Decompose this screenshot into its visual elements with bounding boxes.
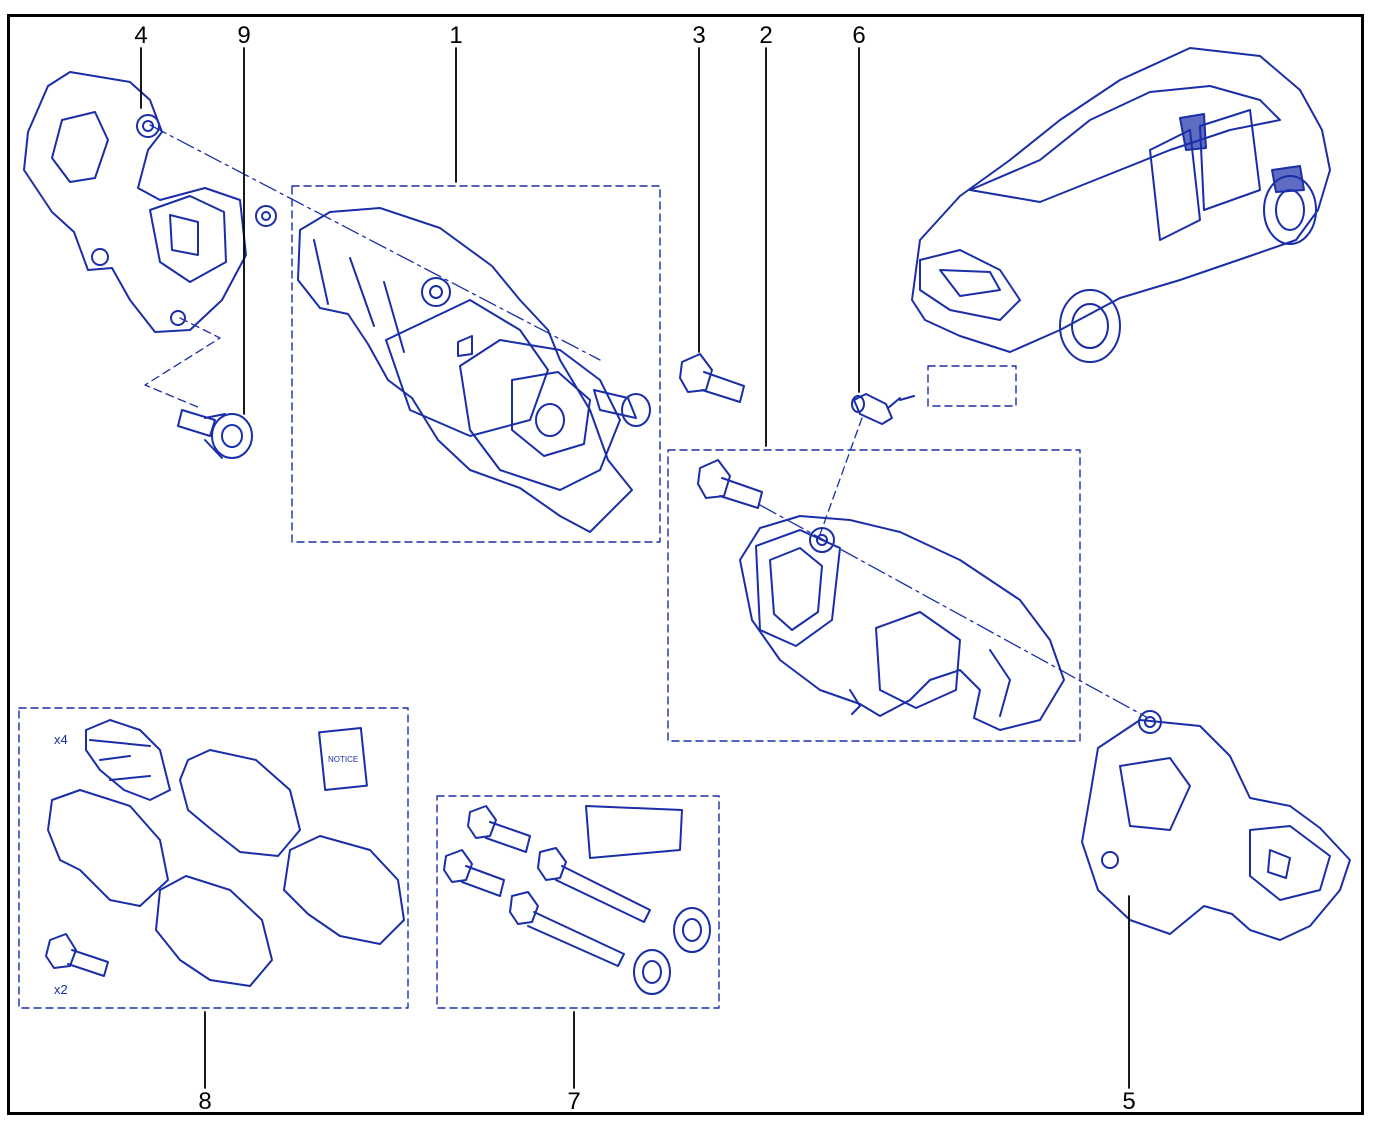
- callout-8: 8: [198, 1088, 212, 1115]
- callout-leaders: [140, 47, 1130, 1089]
- callout-1: 1: [449, 22, 463, 49]
- notice-label: NOTICE: [328, 755, 358, 764]
- carrier-bracket-left: [23, 71, 277, 333]
- callout-4: 4: [134, 22, 148, 49]
- assembly-axis-left: [149, 124, 601, 361]
- clips-qty-label: x4: [54, 732, 68, 747]
- bolt-3: [679, 353, 745, 403]
- group-box-bleeder: [927, 365, 1017, 407]
- callout-6: 6: [852, 22, 866, 49]
- assembly-axis-pin: [144, 317, 221, 409]
- caliper-right: [739, 515, 1065, 731]
- vehicle-illustration: [911, 47, 1331, 363]
- group-box-pad-kit: [18, 707, 409, 1009]
- callout-3: 3: [692, 22, 706, 49]
- callout-5: 5: [1122, 1088, 1136, 1115]
- bleeder-screw: [851, 393, 915, 425]
- guide-pin-bolt: [177, 409, 253, 459]
- bolt-right-caliper: [697, 459, 763, 509]
- group-box-caliper-left: [291, 185, 661, 543]
- callout-7: 7: [567, 1088, 581, 1115]
- carrier-bracket-right: [1081, 710, 1351, 941]
- caliper-electric-left: [297, 207, 651, 533]
- bolts-qty-label: x2: [54, 982, 68, 997]
- callout-9: 9: [237, 22, 251, 49]
- pad-kit: [45, 719, 405, 987]
- guide-kit: [443, 805, 711, 995]
- group-box-guide-kit: [436, 795, 720, 1009]
- group-box-caliper-right: [667, 449, 1081, 742]
- assembly-axis-bleeder: [817, 417, 863, 541]
- callout-2: 2: [759, 22, 773, 49]
